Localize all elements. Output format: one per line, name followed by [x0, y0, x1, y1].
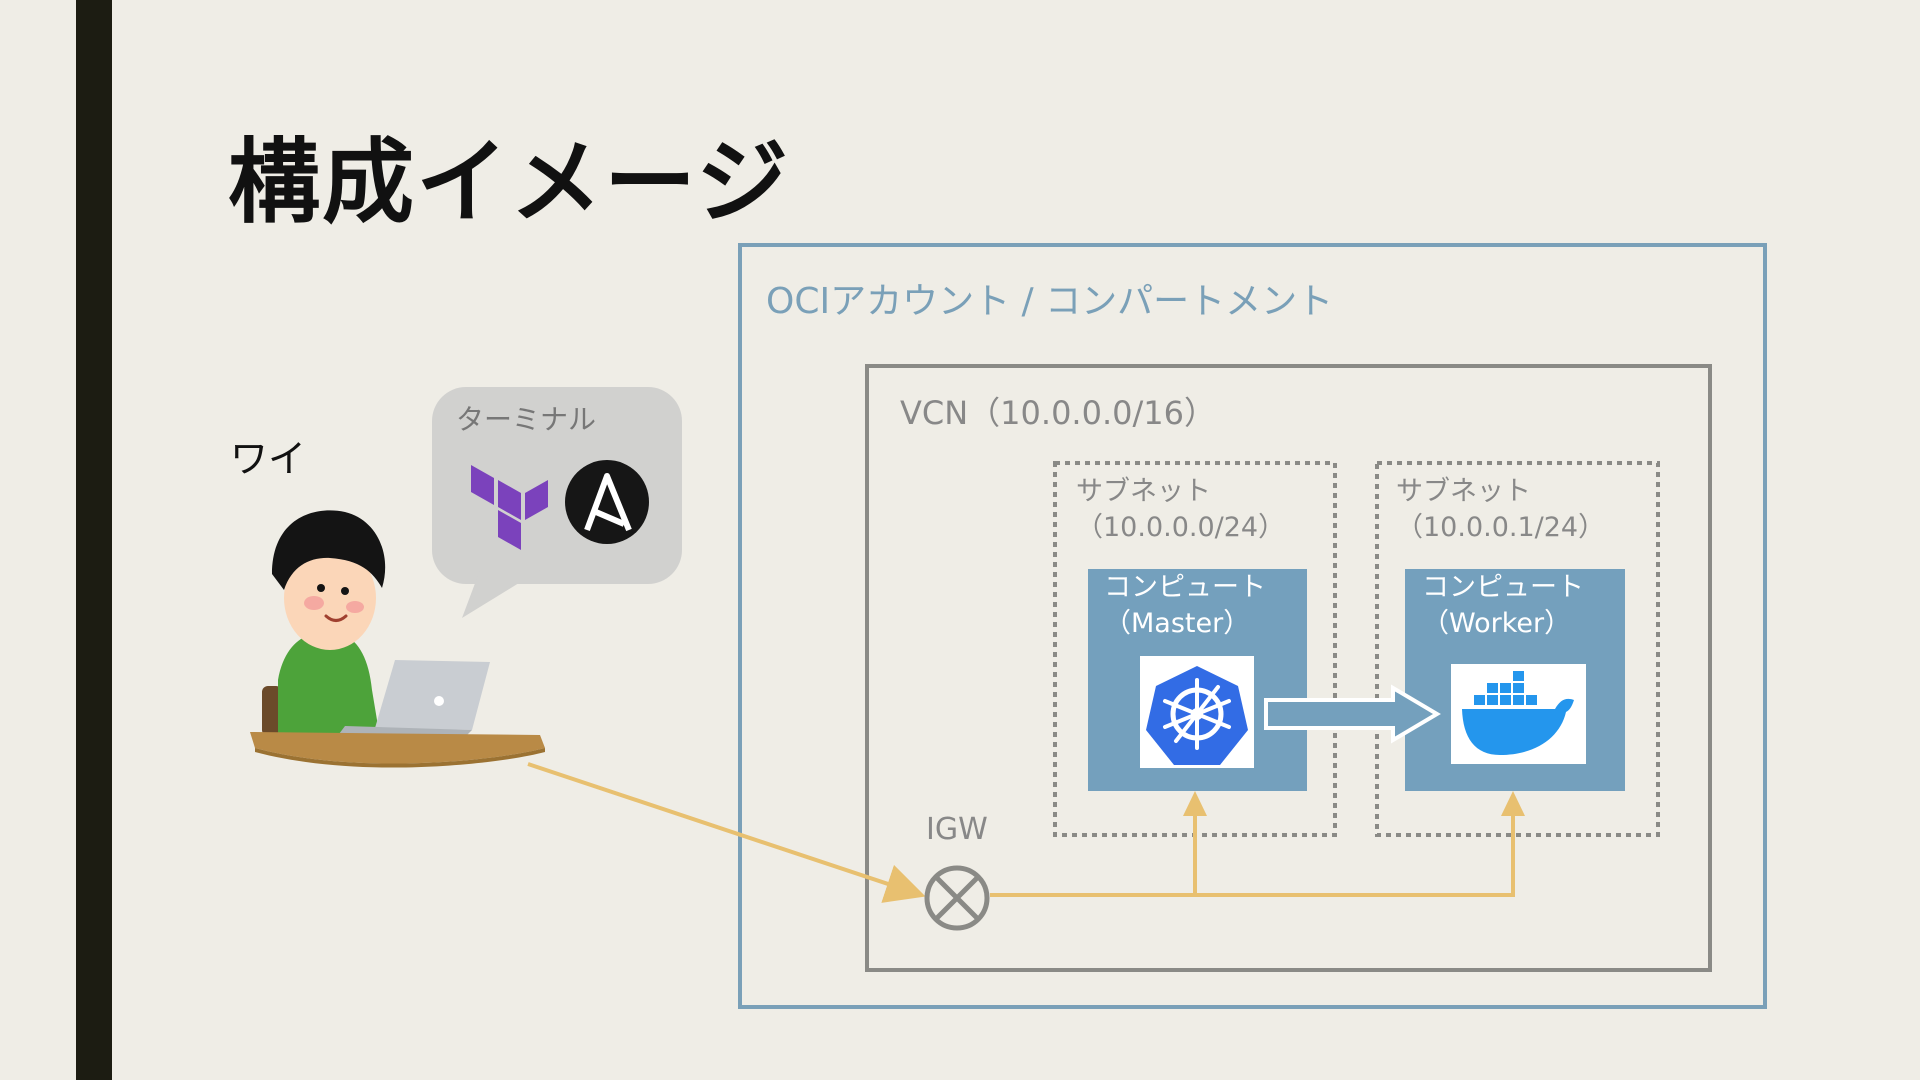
subnet-2-name: サブネット	[1396, 476, 1531, 507]
master-to-worker-arrow	[1264, 684, 1441, 744]
compute-worker-label: コンピュート （Worker）	[1422, 570, 1584, 642]
user-label: ワイ	[230, 437, 307, 481]
compute-worker-name: コンピュート	[1422, 572, 1584, 603]
docker-icon	[1451, 664, 1586, 764]
compute-master-role: （Master）	[1104, 608, 1251, 639]
subnet-1-name: サブネット	[1076, 476, 1211, 507]
network-connectors	[527, 762, 1515, 903]
page-title: 構成イメージ	[228, 129, 791, 236]
compute-worker-role: （Worker）	[1422, 608, 1572, 639]
subnet-2-cidr: （10.0.0.1/24）	[1396, 512, 1606, 543]
compute-master-name: コンピュート	[1104, 572, 1266, 603]
igw-label: IGW	[926, 812, 988, 847]
internet-gateway-icon	[924, 865, 990, 931]
kubernetes-icon	[1140, 656, 1254, 768]
vcn-box	[865, 364, 1712, 972]
vcn-label: VCN（10.0.0.0/16）	[900, 394, 1216, 432]
subnet-1-cidr: （10.0.0.0/24）	[1076, 512, 1286, 543]
subnet-box-2	[1375, 461, 1660, 837]
oci-account-box	[738, 243, 1767, 1009]
subnet-2-label: サブネット （10.0.0.1/24）	[1396, 474, 1605, 546]
left-accent-bar	[76, 0, 112, 1080]
terraform-icon	[471, 465, 548, 550]
compute-master-label: コンピュート （Master）	[1104, 570, 1266, 642]
ansible-icon	[565, 460, 649, 544]
subnet-1-label: サブネット （10.0.0.0/24）	[1076, 474, 1285, 546]
oci-account-label: OCIアカウント / コンパートメント	[766, 281, 1334, 322]
terminal-label: ターミナル	[456, 403, 597, 436]
user-illustration	[250, 510, 545, 768]
